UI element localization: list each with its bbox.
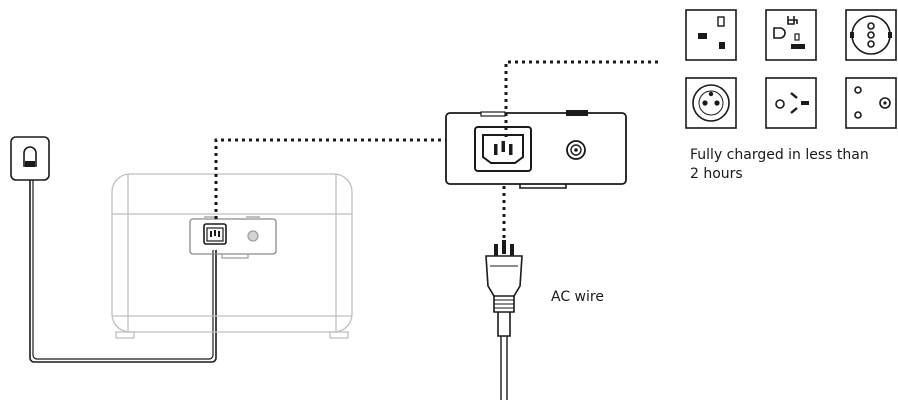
wall-outlet-icon — [10, 136, 50, 181]
fr-socket-icon — [685, 77, 737, 129]
station-power-cable — [29, 180, 217, 363]
charge-time-caption-line-2: 2 hours — [690, 166, 743, 182]
au-socket-icon — [765, 77, 817, 129]
uk-socket-icon — [765, 9, 817, 61]
eu-schuko-socket-icon — [845, 9, 897, 61]
power-station-icon — [111, 173, 353, 339]
us-socket-icon — [685, 9, 737, 61]
ac-port-panel-icon — [445, 110, 627, 189]
charge-time-caption-line-1: Fully charged in less than — [690, 147, 869, 163]
in-socket-icon — [845, 77, 897, 129]
ac-wire-label: AC wire — [551, 289, 604, 305]
ac-plug-icon — [485, 240, 523, 400]
socket-types-grid — [685, 9, 897, 129]
charge-time-caption: Fully charged in less than 2 hours — [690, 146, 890, 184]
dotted-connector — [214, 60, 662, 243]
